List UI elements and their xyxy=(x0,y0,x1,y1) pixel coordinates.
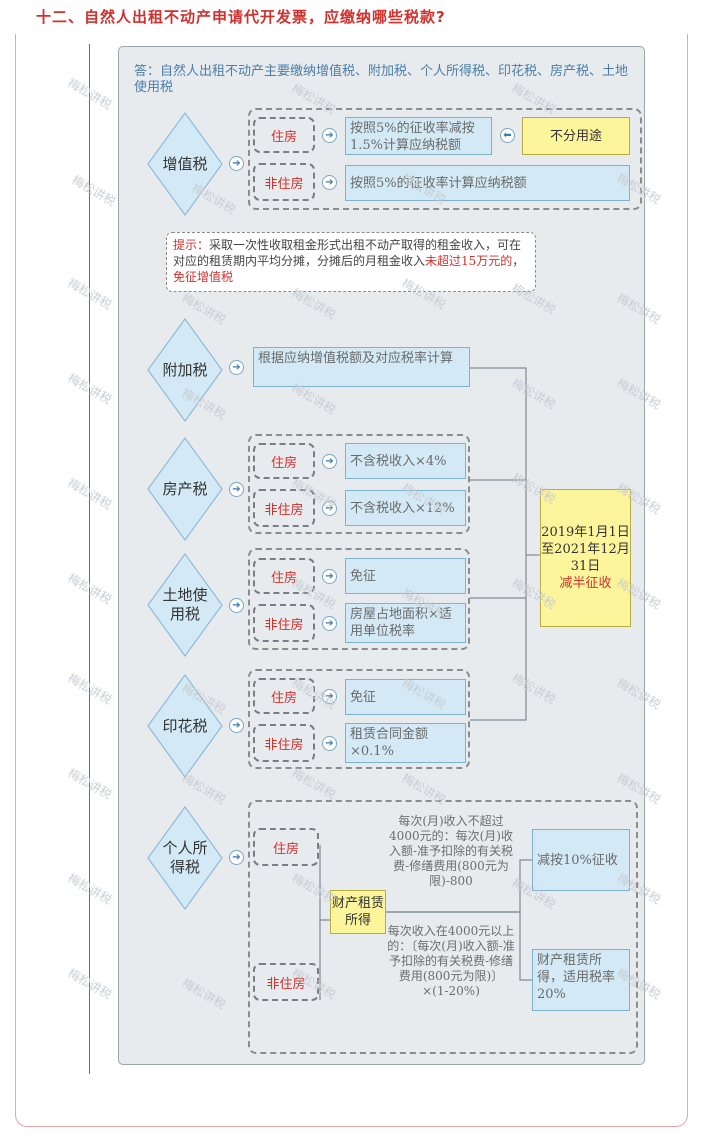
tip-comma: ， xyxy=(512,254,525,268)
tax-node-label: 房产税 xyxy=(162,479,208,498)
halving-note: 2019年1月1日至2021年12月31日减半征收 xyxy=(540,489,631,627)
arrow-right-icon: ➔ xyxy=(322,689,337,704)
page-title: 十二、自然人出租不动产申请代开发票，应缴纳哪些税款? xyxy=(36,8,446,26)
arrow-right-icon: ➔ xyxy=(229,360,244,375)
answer-text: 答：自然人出租不动产主要缴纳增值税、附加税、个人所得税、印花税、房产税、土地使用… xyxy=(134,64,629,95)
arrow-right-icon: ➔ xyxy=(229,598,244,613)
vat-nonres-tag: 非住房 xyxy=(253,163,315,201)
income-case-high: 每次收入在4000元以上的：〔每次(月)收入额-准予扣除的有关税费-修缮费用(8… xyxy=(387,924,515,998)
tip-threshold: 未超过15万元的 xyxy=(425,254,513,268)
arrow-right-icon: ➔ xyxy=(322,501,337,516)
arrow-right-icon: ➔ xyxy=(322,616,337,631)
arrow-right-icon: ➔ xyxy=(229,156,244,171)
land-use-nonres-rule: 房屋占地面积×适用单位税率 xyxy=(345,603,466,643)
arrow-right-icon: ➔ xyxy=(322,175,337,190)
property-nonres-rule: 不含税收入×12% xyxy=(345,490,466,526)
vat-tip-note: 提示：采取一次性收取租金形式出租不动产取得的租金收入，可在对应的租赁期内平均分摊… xyxy=(166,232,536,292)
land-use-residential-rule: 免征 xyxy=(345,558,466,594)
halving-benefit: 减半征收 xyxy=(559,576,612,591)
tax-node-label: 个人所得税 xyxy=(162,839,208,876)
tax-node-label: 增值税 xyxy=(162,154,208,173)
property-residential-tag: 住房 xyxy=(253,443,315,479)
tip-text: 采取一次性收取租金形式出租不动产取得的租金收入，可在对应的租赁期内平均分摊，分摊… xyxy=(173,238,522,268)
tip-prefix: 提示： xyxy=(173,238,210,252)
land-use-residential-tag: 住房 xyxy=(253,558,315,594)
stamp-residential-rule: 免征 xyxy=(345,679,466,715)
arrow-left-icon: ⬅ xyxy=(500,128,515,143)
tax-node-vat: 增值税 xyxy=(147,112,223,216)
tax-node-label: 土地使用税 xyxy=(162,586,208,623)
vat-group xyxy=(248,108,642,210)
arrow-right-icon: ➔ xyxy=(229,850,244,865)
halving-period: 2019年1月1日至2021年12月31日 xyxy=(541,525,630,574)
content-card xyxy=(15,34,688,1127)
vat-nonres-rule: 按照5%的征收率计算应纳税额 xyxy=(345,165,630,201)
property-nonres-tag: 非住房 xyxy=(253,489,315,527)
tax-node-surcharge: 附加税 xyxy=(147,318,223,422)
income-residential-tag: 住房 xyxy=(253,828,319,866)
vat-residential-rule: 按照5%的征收率减按1.5%计算应纳税额 xyxy=(345,117,492,155)
tip-exempt: 免征增值税 xyxy=(173,270,234,284)
arrow-right-icon: ➔ xyxy=(322,569,337,584)
tax-node-label: 附加税 xyxy=(162,360,208,379)
stamp-nonres-tag: 非住房 xyxy=(253,724,315,762)
rental-income-box: 财产租赁所得 xyxy=(330,890,386,934)
arrow-right-icon: ➔ xyxy=(229,718,244,733)
tax-node-land-use: 土地使用税 xyxy=(147,553,223,657)
income-group xyxy=(248,800,638,1054)
tax-node-stamp: 印花税 xyxy=(147,674,223,778)
property-group xyxy=(248,434,470,534)
tax-node-property: 房产税 xyxy=(147,437,223,541)
income-rate-high: 财产租赁所得，适用税率20% xyxy=(532,949,630,1011)
tax-node-label: 印花税 xyxy=(162,716,208,735)
land-use-group xyxy=(248,548,470,650)
surcharge-rule: 根据应纳增值税额及对应税率计算 xyxy=(253,347,470,387)
arrow-right-icon: ➔ xyxy=(322,736,337,751)
land-use-nonres-tag: 非住房 xyxy=(253,604,315,642)
arrow-right-icon: ➔ xyxy=(229,482,244,497)
stamp-residential-tag: 住房 xyxy=(253,678,315,714)
income-case-low: 每次(月)收入不超过4000元的：每次(月)收入额-准予扣除的有关税费-修缮费用… xyxy=(388,814,514,888)
property-residential-rule: 不含税收入×4% xyxy=(345,443,466,479)
vat-residential-tag: 住房 xyxy=(253,117,315,153)
arrow-right-icon: ➔ xyxy=(322,454,337,469)
income-nonres-tag: 非住房 xyxy=(253,963,319,1001)
arrow-right-icon: ➔ xyxy=(322,128,337,143)
mind-map-spine xyxy=(89,44,90,1074)
tax-node-income: 个人所得税 xyxy=(147,806,223,910)
stamp-nonres-rule: 租赁合同金额×0.1% xyxy=(345,723,466,763)
income-rate-low: 减按10%征收 xyxy=(532,829,630,891)
stamp-group xyxy=(248,669,470,769)
vat-no-purpose-tag: 不分用途 xyxy=(522,117,630,155)
